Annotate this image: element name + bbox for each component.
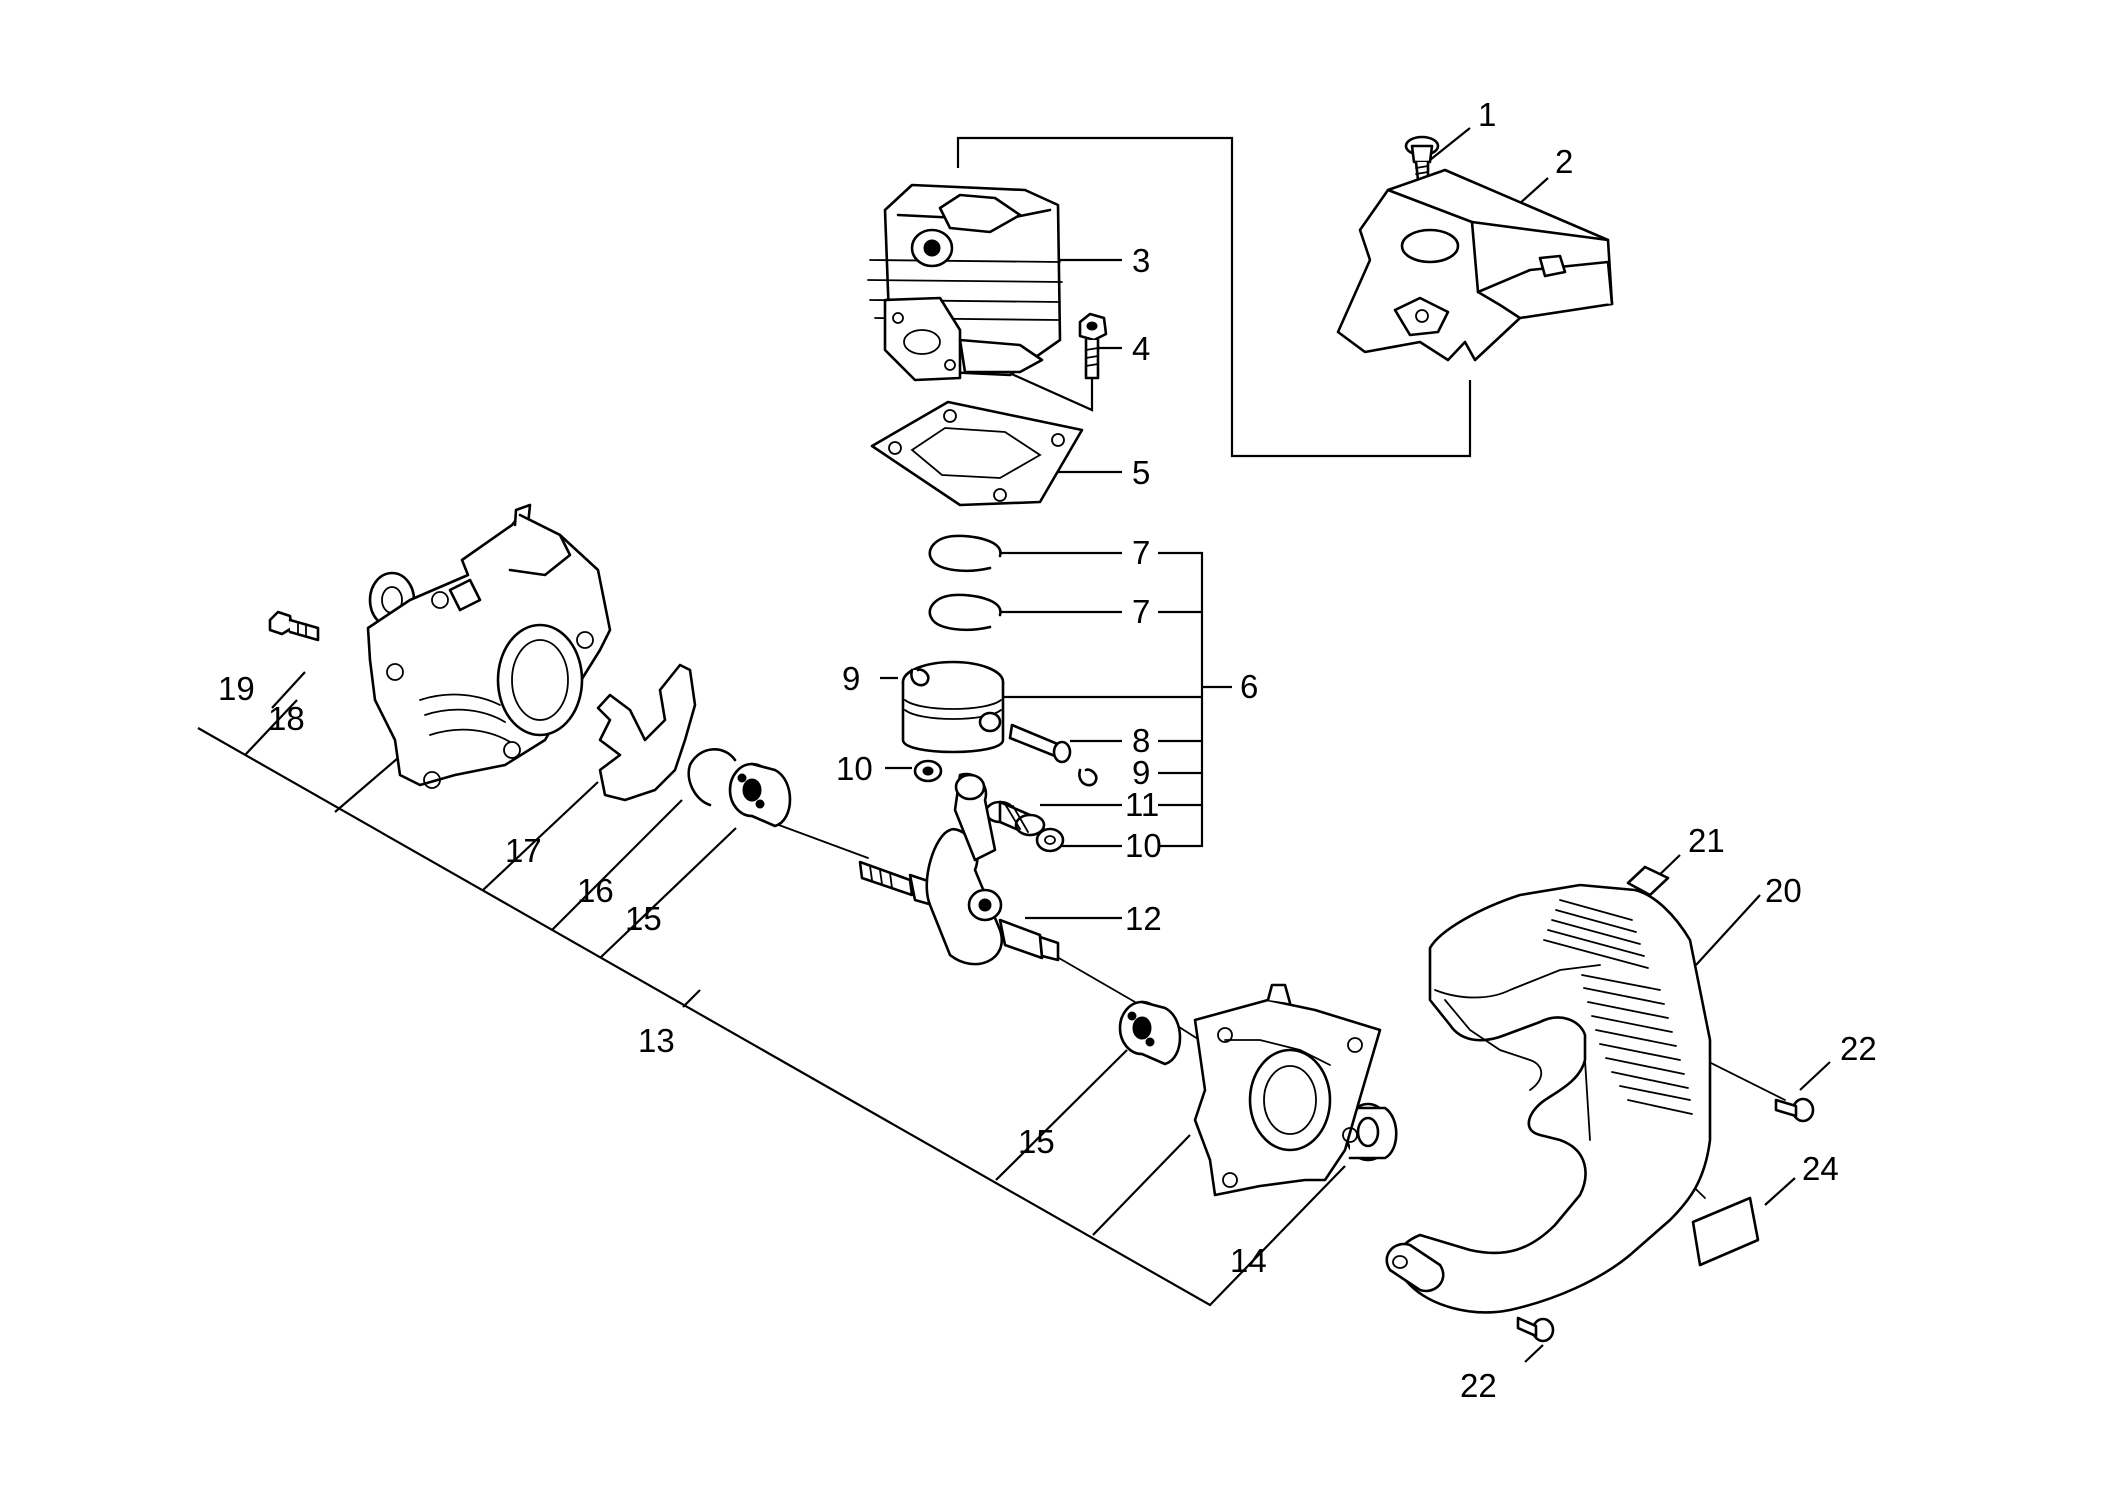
part-21-label [1626, 865, 1670, 897]
callout-16: 16 [577, 872, 614, 909]
part-4-bolt [1078, 312, 1108, 380]
part-5-gasket [870, 400, 1084, 507]
callout-18: 18 [268, 700, 305, 737]
callout-5: 5 [1132, 454, 1150, 491]
part-3-cylinder [867, 183, 1063, 382]
part-2-cylinder-cover [1336, 168, 1614, 362]
callout-12: 12 [1125, 900, 1162, 937]
part-13-crankcase-right [1193, 983, 1382, 1197]
part-10-washers [913, 759, 1065, 853]
callout-9-right: 9 [1132, 754, 1150, 791]
callout-15-left: 15 [625, 900, 662, 937]
part-15-bearings [728, 762, 1182, 1066]
callout-4: 4 [1132, 330, 1150, 367]
callout-13: 13 [638, 1022, 675, 1059]
callout-14: 14 [1230, 1242, 1267, 1279]
callout-9-left: 9 [842, 660, 860, 697]
callout-11: 11 [1125, 786, 1159, 823]
part-17-gasket [596, 663, 697, 802]
part-7-piston-rings [928, 534, 1002, 632]
callout-2: 2 [1555, 143, 1573, 180]
callout-6: 6 [1240, 668, 1258, 705]
part-1-screw [1404, 135, 1440, 182]
part-11-needle-bearing [984, 800, 1046, 837]
vent-slots [1543, 899, 1693, 1115]
callout-24: 24 [1802, 1150, 1839, 1187]
callout-8: 8 [1132, 722, 1150, 759]
callout-17: 17 [505, 832, 542, 869]
callout-1: 1 [1478, 96, 1496, 133]
part-22-screws [1516, 1097, 1815, 1343]
callout-19: 19 [218, 670, 255, 707]
part-24-label [1691, 1196, 1760, 1267]
callout-21: 21 [1688, 822, 1725, 859]
part-14-oil-seal [1344, 1102, 1398, 1162]
callout-20: 20 [1765, 872, 1802, 909]
callout-15-right: 15 [1018, 1123, 1055, 1160]
part-9-clips [910, 668, 1098, 787]
callout-7-top: 7 [1132, 534, 1150, 571]
part-12-crankshaft [858, 772, 1060, 966]
callout-10-right: 10 [1125, 827, 1162, 864]
part-19-screw [268, 610, 320, 642]
part-13-crankcase-left [366, 503, 612, 789]
part-20-fan-cover [1385, 883, 1712, 1314]
callout-22-right: 22 [1840, 1030, 1877, 1067]
callout-22-bottom: 22 [1460, 1367, 1497, 1404]
callout-7-bottom: 7 [1132, 593, 1150, 630]
callout-3: 3 [1132, 242, 1150, 279]
callout-10-left: 10 [836, 750, 873, 787]
callout-labels: 1 2 3 4 5 6 7 7 8 9 9 10 10 11 12 13 14 … [218, 96, 1877, 1404]
part-16-circlip [687, 748, 737, 807]
part-8-piston [901, 660, 1072, 764]
